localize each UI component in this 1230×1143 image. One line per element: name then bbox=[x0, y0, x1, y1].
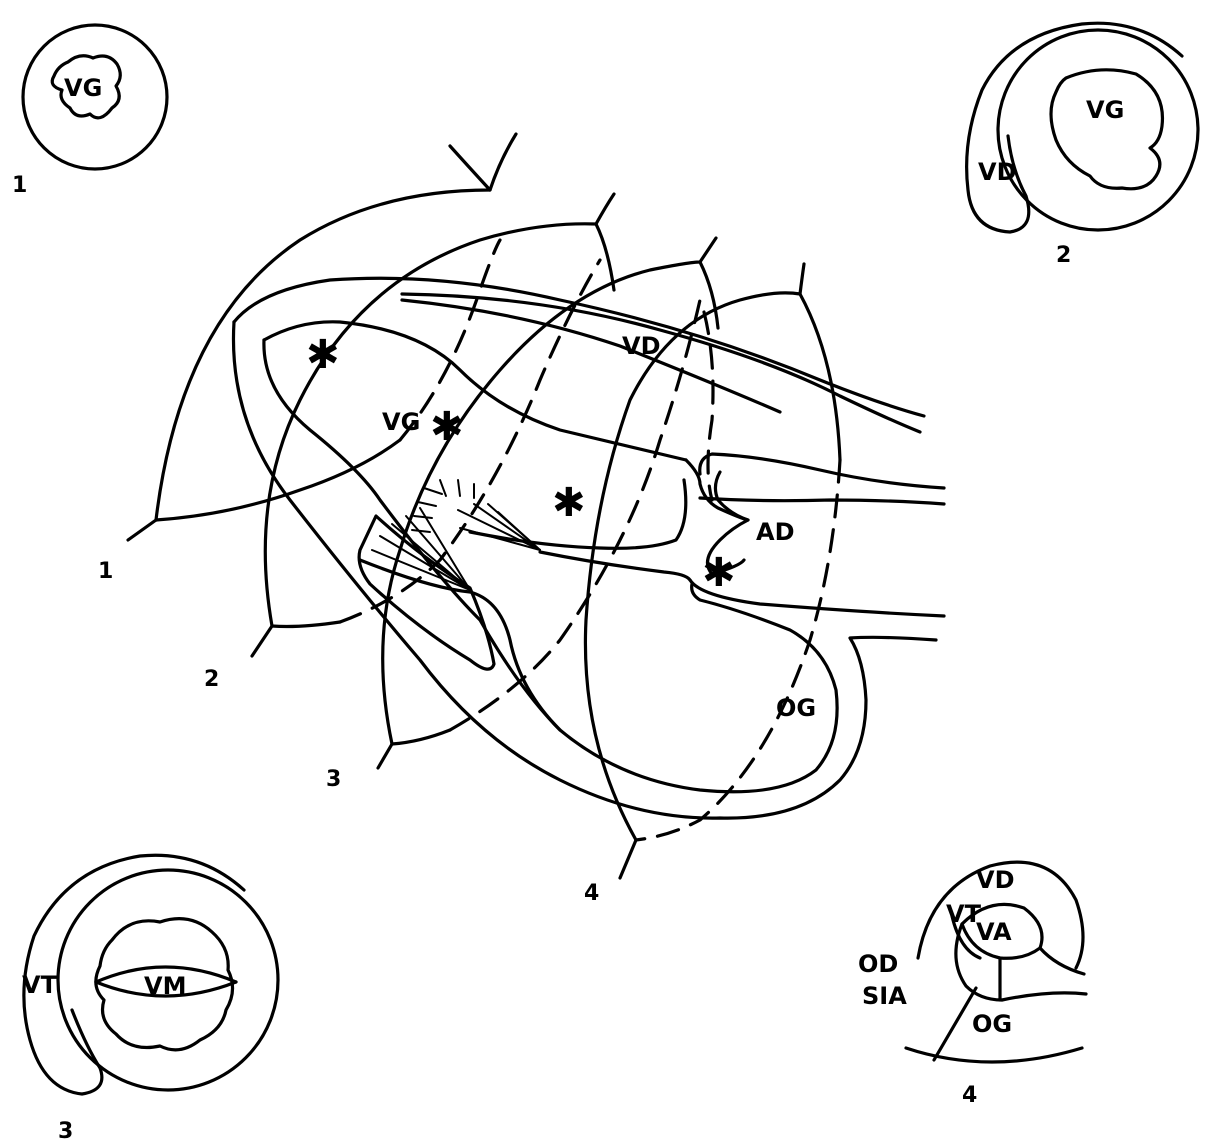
section-plane-1-upper-arc bbox=[156, 134, 516, 520]
trabecula-line bbox=[474, 504, 540, 550]
label-vd: VD bbox=[622, 332, 661, 360]
inset-4-label-od: OD bbox=[858, 950, 898, 978]
inset-1-number: 1 bbox=[12, 173, 27, 198]
section-number-1: 1 bbox=[98, 559, 113, 584]
section-plane-4-tick bbox=[620, 840, 636, 878]
inset-3-label-vm: VM bbox=[144, 972, 186, 1000]
section-plane-1-cusp bbox=[450, 146, 490, 190]
heart-tube-inner-loop bbox=[264, 340, 837, 792]
star-marker-1: ✱ bbox=[306, 332, 340, 378]
trabecula-dash bbox=[414, 516, 432, 518]
trabecula-dash bbox=[458, 480, 460, 496]
heart-tube-canal-upper bbox=[540, 552, 690, 580]
star-marker-2: ✱ bbox=[430, 404, 464, 450]
inset-4-label-sia: SIA bbox=[862, 982, 907, 1010]
inset-2-label-vg: VG bbox=[1086, 96, 1124, 124]
inset-4-label-vd: VD bbox=[976, 866, 1015, 894]
section-plane-3-lower-solid bbox=[392, 730, 450, 744]
heart-tube-outer-wall-top-3 bbox=[402, 300, 780, 412]
inset-3-number: 3 bbox=[58, 1119, 73, 1143]
inset-4-label-og: OG bbox=[972, 1010, 1012, 1038]
star-marker-3: ✱ bbox=[552, 480, 586, 526]
section-plane-3-cusp bbox=[700, 262, 718, 328]
main-heart-diagram: ✱ ✱ ✱ ✱ VD VG AD OG 1 2 3 4 bbox=[98, 134, 944, 906]
inset-2-label-vd: VD bbox=[978, 158, 1017, 186]
section-plane-2-tick bbox=[252, 626, 272, 656]
section-number-2: 2 bbox=[204, 667, 219, 692]
section-number-3: 3 bbox=[326, 767, 341, 792]
star-marker-4: ✱ bbox=[702, 550, 736, 596]
inset-4-stem bbox=[934, 988, 976, 1060]
inset-2-number: 2 bbox=[1056, 243, 1071, 268]
section-number-4: 4 bbox=[584, 881, 599, 906]
label-og: OG bbox=[776, 694, 816, 722]
inset-4-number: 4 bbox=[962, 1083, 977, 1108]
section-plane-2-lower-solid bbox=[272, 622, 340, 627]
trabecula-dash bbox=[412, 530, 430, 532]
inset-2: VG VD 2 bbox=[967, 23, 1198, 268]
inset-2-inner-lumen bbox=[1051, 70, 1162, 189]
inset-3: VM VT 3 bbox=[22, 855, 278, 1143]
inset-1-label-vg: VG bbox=[64, 74, 102, 102]
trabecula-line bbox=[420, 508, 470, 590]
label-vg: VG bbox=[382, 408, 420, 436]
section-plane-3-tick bbox=[378, 744, 392, 768]
trabecula-dash bbox=[418, 502, 436, 506]
heart-tube-atrium-lower-2 bbox=[700, 498, 944, 504]
section-plane-2-cusp bbox=[596, 224, 614, 290]
inset-1: VG 1 bbox=[12, 25, 167, 198]
inset-3-label-vt: VT bbox=[22, 971, 58, 999]
label-ad: AD bbox=[756, 518, 795, 546]
section-plane-4-right-arc bbox=[800, 294, 840, 460]
inset-4: VD VT VA OD SIA OG 4 bbox=[858, 862, 1086, 1108]
inset-4-base-arc bbox=[906, 1048, 1082, 1062]
inset-4-outflow bbox=[1002, 993, 1086, 1000]
section-plane-1-tick bbox=[128, 520, 156, 540]
section-plane-4-dashed bbox=[636, 312, 840, 840]
inset-4-label-va: VA bbox=[976, 918, 1012, 946]
heart-tube-atrium-pocket bbox=[700, 454, 944, 488]
section-plane-4-left-arc bbox=[585, 264, 804, 840]
trabecula-dash bbox=[424, 488, 442, 494]
